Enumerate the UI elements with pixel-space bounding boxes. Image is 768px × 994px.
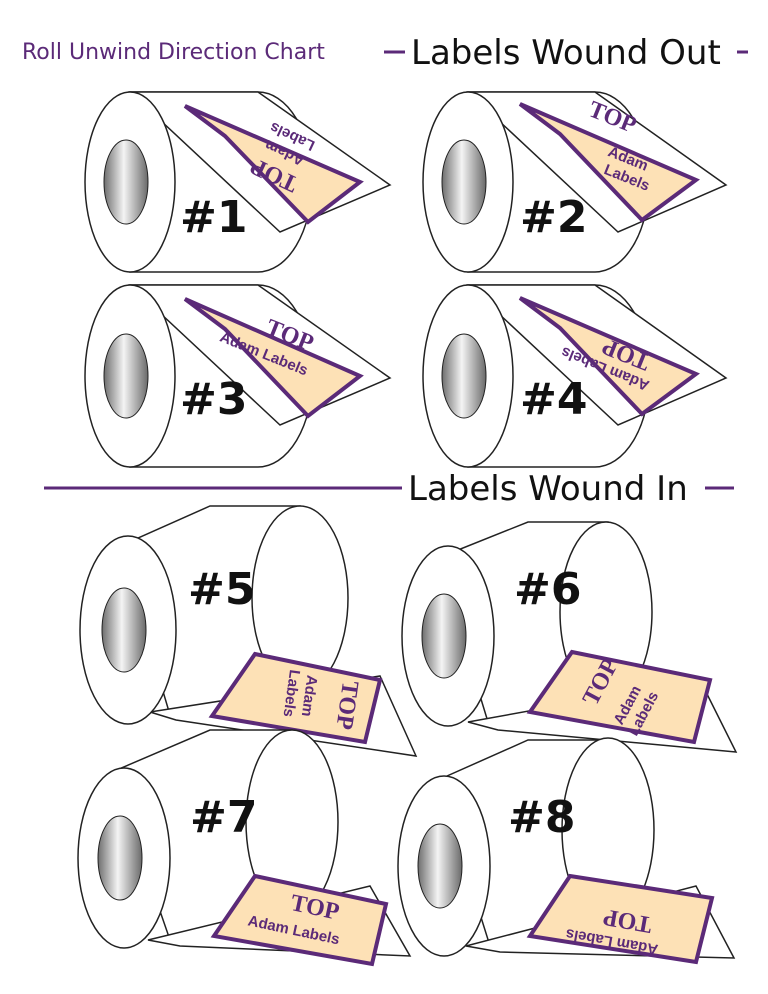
roll-1: TOP Adam Labels #1 [84, 91, 392, 273]
section-title-in: Labels Wound In [408, 469, 688, 509]
roll-6: TOP Adam Labels #6 [401, 521, 738, 753]
roll-1-label: TOP Adam Labels [183, 104, 364, 225]
roll-5-number: #5 [188, 564, 255, 615]
roll-2: TOP Adam Labels #2 [422, 91, 728, 273]
roll-5-core [101, 587, 147, 673]
roll-7-core [97, 815, 143, 901]
chart-title: Roll Unwind Direction Chart [22, 40, 325, 65]
section-title-out: Labels Wound Out [411, 33, 721, 73]
roll-7-number: #7 [190, 792, 257, 843]
roll-1-core [103, 139, 149, 225]
roll-3-core [103, 333, 149, 419]
roll-2-core [441, 139, 487, 225]
roll-6-number: #6 [514, 564, 581, 615]
roll-2-number: #2 [520, 192, 587, 243]
roll-3-number: #3 [180, 374, 247, 425]
roll-6-label: TOP Adam Labels [526, 649, 713, 745]
roll-6-core [421, 593, 467, 679]
roll-5: TOP Adam Labels #5 [79, 505, 418, 757]
roll-8: TOP Adam Labels #8 [397, 737, 736, 965]
roll-5-label: TOP Adam Labels [208, 651, 383, 745]
roll-2-label: TOP Adam Labels [518, 96, 700, 223]
roll-1-number: #1 [180, 192, 247, 243]
roll-4: TOP Adam Labels #4 [422, 284, 728, 468]
roll-8-number: #8 [508, 792, 575, 843]
roll-5-label-line2: Labels [280, 669, 303, 718]
roll-4-core [441, 333, 487, 419]
roll-5-label-line1: Adam [298, 674, 321, 718]
roll-7: TOP Adam Labels #7 [77, 729, 412, 967]
roll-8-label: TOP Adam Labels [526, 873, 715, 965]
roll-4-label: TOP Adam Labels [518, 296, 700, 417]
roll-4-number: #4 [520, 374, 587, 425]
roll-7-label: TOP Adam Labels [210, 873, 389, 967]
roll-3: TOP Adam Labels #3 [84, 284, 392, 468]
roll-8-core [417, 823, 463, 909]
